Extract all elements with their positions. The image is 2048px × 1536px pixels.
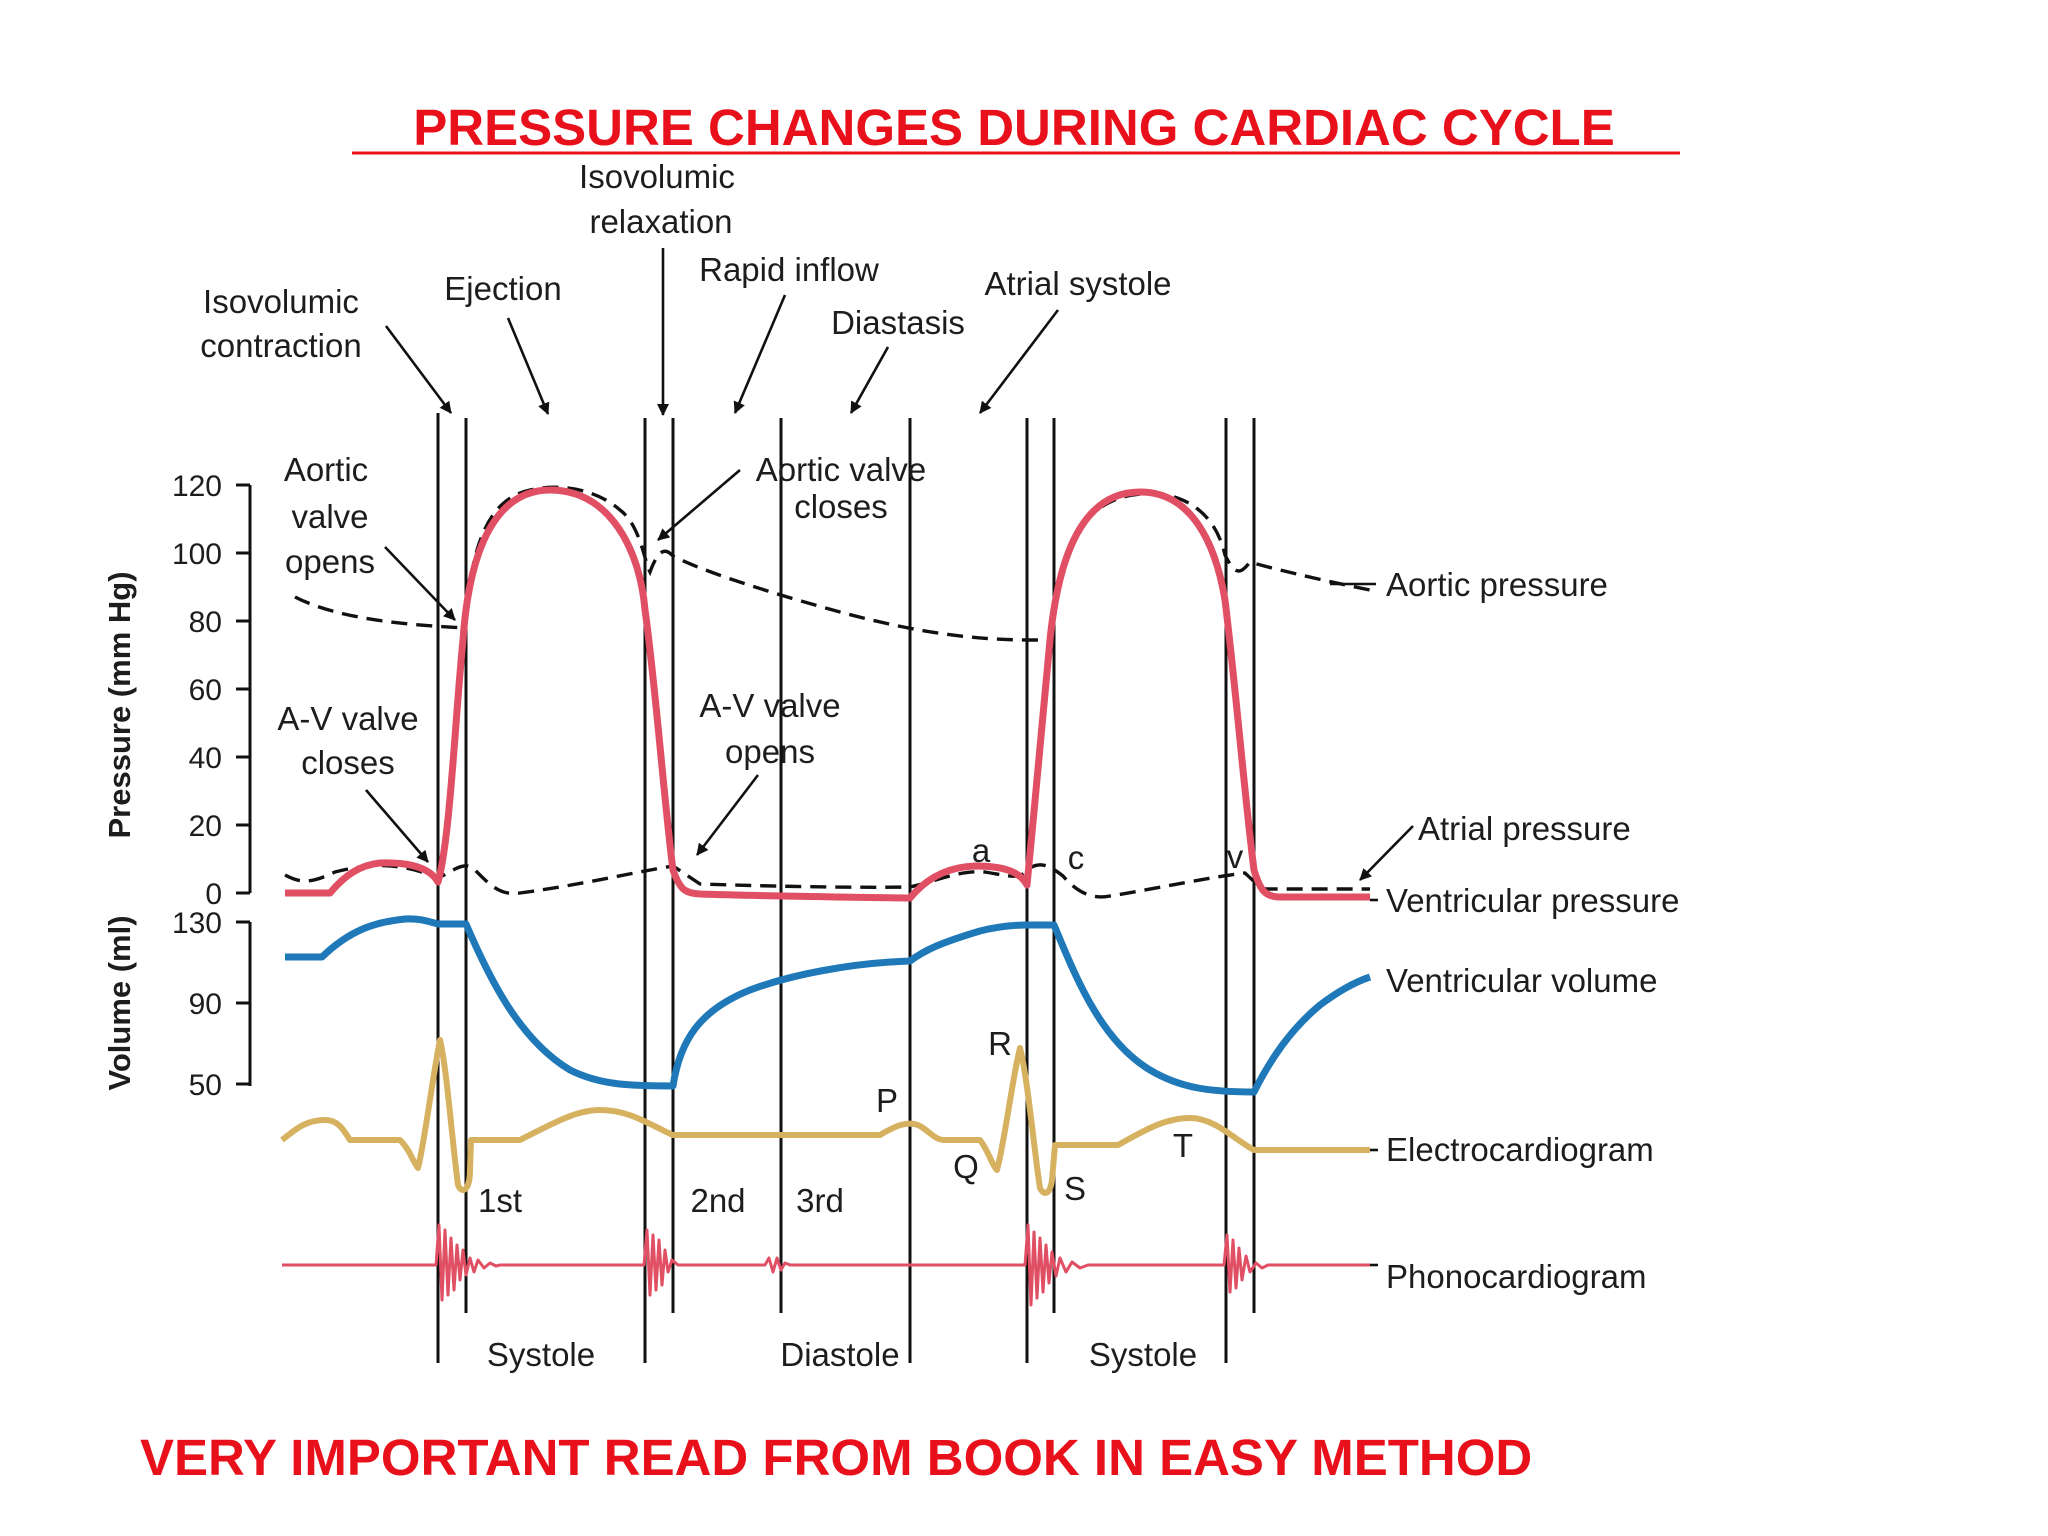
phase-diastasis-label: Diastasis bbox=[831, 304, 965, 341]
pressure-tick-40: 40 bbox=[189, 742, 222, 775]
arrow-atrial-systole bbox=[978, 309, 1060, 414]
label-phono: Phonocardiogram bbox=[1386, 1258, 1647, 1295]
av-closes-line2: closes bbox=[301, 744, 395, 781]
label-atrial-pressure: Atrial pressure bbox=[1418, 810, 1631, 847]
arrow-av-closes bbox=[365, 789, 429, 863]
pressure-tick-20: 20 bbox=[189, 810, 222, 843]
footer-note: VERY IMPORTANT READ FROM BOOK IN EASY ME… bbox=[140, 1429, 1532, 1486]
volume-tick-130: 130 bbox=[172, 907, 222, 940]
aortic-opens-line3: opens bbox=[285, 543, 375, 580]
phase-isovolumic-contraction-line2: contraction bbox=[200, 327, 361, 364]
aortic-opens-line1: Aortic bbox=[284, 451, 368, 488]
ecg-p-label: P bbox=[876, 1082, 898, 1119]
pressure-axis-label: Pressure (mm Hg) bbox=[102, 571, 137, 838]
pressure-ticks bbox=[236, 483, 250, 895]
phase-isovolumic-relaxation-line2: relaxation bbox=[589, 203, 732, 240]
volume-tick-50: 50 bbox=[189, 1069, 222, 1102]
volume-axis-label: Volume (ml) bbox=[102, 915, 137, 1090]
diagram-title: PRESSURE CHANGES DURING CARDIAC CYCLE bbox=[413, 99, 1614, 156]
phase-ejection-label: Ejection bbox=[444, 270, 561, 307]
arrow-atrial-pressure bbox=[1359, 825, 1414, 881]
ecg-trace bbox=[280, 1037, 1370, 1196]
phase-isovolumic-relaxation-line1: Isovolumic bbox=[579, 158, 735, 195]
ecg-s-label: S bbox=[1064, 1170, 1086, 1207]
phase-atrial-systole-label: Atrial systole bbox=[984, 265, 1171, 302]
label-ventricular-volume: Ventricular volume bbox=[1386, 962, 1657, 999]
pressure-tick-120: 120 bbox=[172, 470, 222, 503]
pressure-tick-0: 0 bbox=[205, 878, 222, 911]
label-ecg: Electrocardiogram bbox=[1386, 1131, 1654, 1168]
period-systole-1: Systole bbox=[487, 1336, 595, 1373]
arrow-isovolumic-contraction bbox=[384, 325, 453, 414]
ecg-r-label: R bbox=[988, 1025, 1012, 1062]
ventricular-volume-trace bbox=[285, 915, 1372, 1096]
phase-rapid-inflow-label: Rapid inflow bbox=[699, 251, 879, 288]
volume-ticks bbox=[236, 920, 250, 1086]
heart-sound-1st: 1st bbox=[478, 1182, 522, 1219]
ecg-q-label: Q bbox=[953, 1148, 979, 1185]
aortic-opens-line2: valve bbox=[291, 498, 368, 535]
av-opens-line2: opens bbox=[725, 733, 815, 770]
ecg-t-label: T bbox=[1173, 1127, 1193, 1164]
arrow-diastasis bbox=[849, 346, 890, 414]
ventricular-pressure-trace bbox=[285, 486, 1370, 902]
label-aortic-pressure: Aortic pressure bbox=[1386, 566, 1608, 603]
pressure-tick-100: 100 bbox=[172, 538, 222, 571]
period-diastole: Diastole bbox=[780, 1336, 899, 1373]
av-opens-line1: A-V valve bbox=[699, 687, 840, 724]
heart-sound-3rd: 3rd bbox=[796, 1182, 844, 1219]
pressure-tick-80: 80 bbox=[189, 606, 222, 639]
av-closes-line1: A-V valve bbox=[277, 700, 418, 737]
arrow-ejection bbox=[506, 317, 550, 415]
volume-tick-90: 90 bbox=[189, 988, 222, 1021]
aortic-closes-line2: closes bbox=[794, 488, 888, 525]
heart-sound-2nd: 2nd bbox=[690, 1182, 745, 1219]
aortic-closes-line1: Aortic valve bbox=[756, 451, 927, 488]
atrial-pressure-trace bbox=[284, 863, 1370, 899]
period-systole-2: Systole bbox=[1089, 1336, 1197, 1373]
pressure-tick-60: 60 bbox=[189, 674, 222, 707]
arrow-av-opens bbox=[695, 774, 760, 856]
wave-v-label: v bbox=[1227, 838, 1244, 875]
wave-a-label: a bbox=[972, 832, 991, 869]
aortic-pressure-trace bbox=[294, 485, 1371, 642]
phono-trace bbox=[282, 1223, 1370, 1307]
phase-isovolumic-contraction-line1: Isovolumic bbox=[203, 283, 359, 320]
arrow-aortic-opens bbox=[384, 546, 456, 621]
wave-c-label: c bbox=[1068, 839, 1085, 876]
label-ventricular-pressure: Ventricular pressure bbox=[1386, 882, 1679, 919]
arrow-aortic-closes bbox=[657, 469, 741, 541]
arrow-rapid-inflow bbox=[733, 294, 787, 414]
